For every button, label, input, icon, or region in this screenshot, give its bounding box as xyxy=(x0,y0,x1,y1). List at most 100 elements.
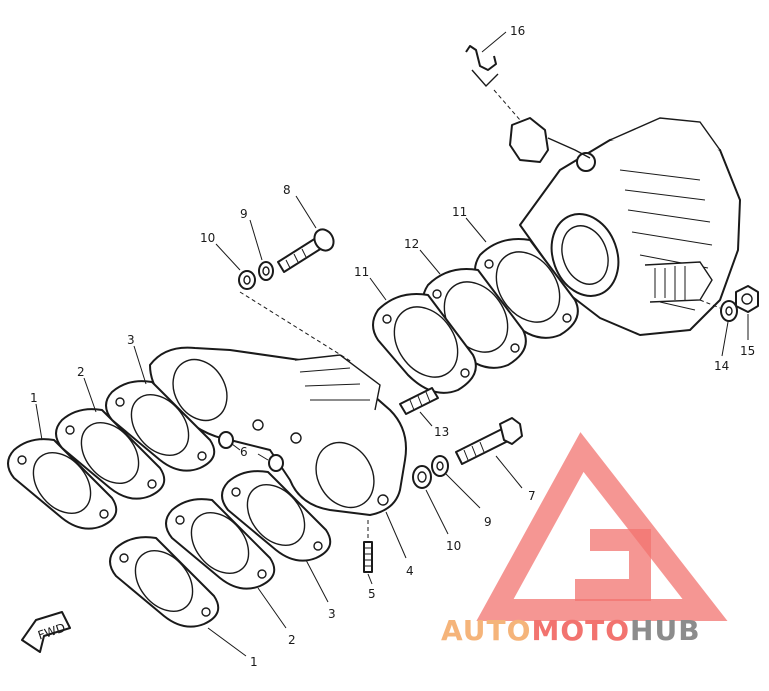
callout-13: 13 xyxy=(434,425,449,439)
carburetor-top xyxy=(609,117,721,151)
washer-10-top-hole xyxy=(243,275,251,285)
part-5-stud xyxy=(363,520,373,585)
o-ring-6-a xyxy=(218,431,234,449)
gasket-1-lower-bolt-a xyxy=(119,553,129,563)
gasket-11-right-hole xyxy=(495,251,561,323)
stud-threads xyxy=(654,266,686,300)
watermark-inner-mark xyxy=(575,529,651,601)
part-2-gasket-lower xyxy=(165,498,287,629)
gasket-3-upper-bolt-a xyxy=(115,397,125,407)
leader-3-upper xyxy=(133,345,147,385)
callout-7: 7 xyxy=(528,489,536,503)
part-3-gasket-upper xyxy=(105,345,216,472)
bolt-7-threads xyxy=(463,441,485,461)
part-6-o-ring xyxy=(218,431,284,472)
callout-6: 6 xyxy=(240,445,248,459)
part-9-washer-top xyxy=(249,219,274,281)
gasket-1-upper-bolt-a xyxy=(17,455,27,465)
leader-2-upper xyxy=(83,377,97,413)
gasket-3-lower-bolt-a xyxy=(231,487,241,497)
gasket-1-lower-bolt-b xyxy=(201,607,211,617)
gasket-2-lower-bolt-b xyxy=(257,569,267,579)
fwd-direction-marker: FWD xyxy=(21,611,71,653)
dash-line-14 xyxy=(699,299,721,309)
dash-line-16 xyxy=(493,89,521,121)
stud-5-body xyxy=(363,541,373,573)
gasket-2-upper-hole xyxy=(80,422,140,484)
part-13-stud xyxy=(399,387,439,427)
gasket-12-bolt-a xyxy=(432,289,442,299)
part-16-clip xyxy=(465,31,521,121)
part-10-washer-bottom xyxy=(412,465,449,535)
clip-wire xyxy=(465,45,497,71)
callout-2-upper: 2 xyxy=(77,365,85,379)
part-3-gasket-lower xyxy=(221,470,332,603)
gasket-1-lower-hole xyxy=(134,550,194,612)
o-ring-6-b xyxy=(268,454,284,472)
leader-1-lower xyxy=(207,627,247,657)
callout-16: 16 xyxy=(510,24,525,38)
watermark-logo xyxy=(476,432,728,621)
dash-line-10 xyxy=(239,291,353,363)
leader-8 xyxy=(295,195,317,229)
callout-11-left: 11 xyxy=(354,265,369,279)
watermark-part-auto: AUTO xyxy=(441,614,531,647)
leader-2-lower xyxy=(257,587,287,629)
part-10-washer-top xyxy=(215,243,353,363)
watermark-word-1: AUTOMOTOHUB xyxy=(441,614,701,647)
gasket-3-lower-bolt-b xyxy=(313,541,323,551)
nut-hole xyxy=(741,293,753,305)
watermark-text: AUTOMOTOHUB xyxy=(441,614,701,647)
gasket-2-upper-bolt-a xyxy=(65,425,75,435)
gasket-11-left-bolt-b xyxy=(460,368,470,378)
leader-14 xyxy=(721,321,729,357)
leader-10-top xyxy=(215,243,241,271)
callout-1-lower: 1 xyxy=(250,655,258,669)
callout-2-lower: 2 xyxy=(288,633,296,647)
gasket-2-upper-bolt-b xyxy=(147,479,157,489)
carburetor-side-stud xyxy=(644,261,713,303)
manifold-bolt-hole-a xyxy=(252,419,264,431)
callout-3-lower: 3 xyxy=(328,607,336,621)
gasket-2-lower-hole xyxy=(190,512,250,574)
callout-9-top: 9 xyxy=(240,207,248,221)
leader-16 xyxy=(481,31,507,53)
leader-13 xyxy=(419,411,433,427)
carburetor-linkage xyxy=(509,117,549,163)
watermark-part-moto: MOTO xyxy=(531,614,630,647)
stud-13-threads xyxy=(409,391,431,411)
part-14-washer xyxy=(699,299,738,357)
part-11-gasket-left xyxy=(369,277,477,394)
leader-6 xyxy=(231,443,269,461)
leader-3-lower xyxy=(305,559,329,603)
gasket-1-upper-hole xyxy=(32,452,92,514)
callout-3-upper: 3 xyxy=(127,333,135,347)
bolt-8-threads xyxy=(285,248,307,269)
part-8-bolt xyxy=(277,195,335,273)
part-2-gasket-upper xyxy=(55,377,166,500)
stud-13-body xyxy=(399,387,439,415)
washer-14-hole xyxy=(725,306,733,316)
gasket-2-lower-bolt-a xyxy=(175,515,185,525)
part-15-nut xyxy=(735,285,759,340)
callout-11-right: 11 xyxy=(452,205,467,219)
gasket-3-upper-hole xyxy=(130,394,190,456)
part-1-gasket-lower xyxy=(109,536,247,657)
carburetor-screw-top xyxy=(576,152,596,172)
washer-9-top-hole xyxy=(262,266,270,276)
callout-9-bottom: 9 xyxy=(484,515,492,529)
fwd-arrow xyxy=(21,611,71,653)
gasket-11-left-bolt-a xyxy=(382,314,392,324)
part-9-washer-bottom xyxy=(431,455,481,509)
gasket-11-right-bolt-a xyxy=(484,259,494,269)
part-4-intake-manifold xyxy=(149,346,407,559)
watermark-part-hub: HUB xyxy=(630,614,701,647)
leader-9-bottom xyxy=(445,473,481,509)
leader-7 xyxy=(495,455,523,489)
carburetor-bore-inner xyxy=(561,225,609,285)
part-1-gasket-upper xyxy=(7,403,118,530)
leader-12 xyxy=(419,249,441,275)
callout-labels: 16 8 9 10 11 12 11 3 2 1 6 13 14 15 7 9 … xyxy=(30,24,755,669)
